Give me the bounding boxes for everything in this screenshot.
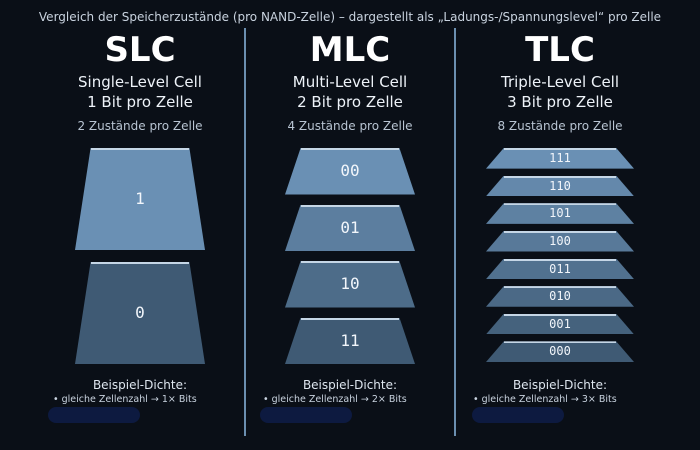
level-shape <box>285 204 415 251</box>
example-title: Beispiel-Dichte: <box>302 378 398 392</box>
column-states: 2 Zustände pro Zelle <box>77 119 203 133</box>
example-density-slc: Beispiel-Dichte: • gleiche Zellenzahl → … <box>35 378 245 406</box>
example-text: • gleiche Zellenzahl → 1× Bits <box>53 394 197 405</box>
example-density-mlc: Beispiel-Dichte: • gleiche Zellenzahl → … <box>245 378 455 406</box>
level-shape <box>486 286 634 307</box>
level-001: 001 <box>486 313 634 335</box>
column-bits: 2 Bit pro Zelle <box>297 93 403 111</box>
level-label: 11 <box>340 330 360 350</box>
level-label: 1 <box>135 189 145 208</box>
column-states: 8 Zustände pro Zelle <box>497 119 623 133</box>
column-name: Single-Level Cell <box>78 73 202 91</box>
column-name: Triple-Level Cell <box>500 73 620 91</box>
example-text: • gleiche Zellenzahl → 3× Bits <box>473 394 617 405</box>
level-shape <box>75 148 205 250</box>
column-divider-1 <box>244 28 246 436</box>
example-text: • gleiche Zellenzahl → 2× Bits <box>263 394 407 405</box>
dark-blob-mlc <box>260 407 352 423</box>
level-label: 01 <box>340 217 360 237</box>
level-shape <box>486 341 634 362</box>
column-divider-2 <box>454 28 456 436</box>
example-title: Beispiel-Dichte: <box>512 378 608 392</box>
level-shape <box>486 175 634 197</box>
level-shape <box>486 148 634 169</box>
column-abbreviation: TLC <box>525 30 595 70</box>
level-11: 11 <box>285 317 415 364</box>
level-label: 0 <box>135 303 145 322</box>
level-1: 1 <box>75 148 205 250</box>
dark-blob-slc <box>48 407 140 423</box>
level-000: 000 <box>486 341 634 362</box>
column-bits: 3 Bit pro Zelle <box>507 93 613 111</box>
level-label: 001 <box>549 316 571 331</box>
level-shape <box>486 313 634 335</box>
column-abbreviation: MLC <box>309 30 391 70</box>
level-label: 100 <box>549 233 571 248</box>
example-title: Beispiel-Dichte: <box>92 378 188 392</box>
level-01: 01 <box>285 204 415 251</box>
level-label: 000 <box>549 344 571 359</box>
level-label: 011 <box>549 261 571 276</box>
column-abbreviation: SLC <box>104 30 176 70</box>
level-011: 011 <box>486 258 634 280</box>
level-shape <box>486 258 634 280</box>
level-label: 101 <box>549 206 571 221</box>
column-bits: 1 Bit pro Zelle <box>87 93 193 111</box>
example-density-tlc: Beispiel-Dichte: • gleiche Zellenzahl → … <box>455 378 665 406</box>
level-00: 00 <box>285 148 415 195</box>
column-mlc: MLC Multi-Level Cell 2 Bit pro Zelle 4 Z… <box>245 28 455 134</box>
level-shape <box>486 203 634 224</box>
level-shape <box>285 261 415 308</box>
level-10: 10 <box>285 261 415 308</box>
level-111: 111 <box>486 148 634 169</box>
level-label: 00 <box>340 161 360 180</box>
diagram-caption: Vergleich der Speicherzustände (pro NAND… <box>38 10 662 24</box>
level-label: 10 <box>340 274 360 293</box>
column-tlc: TLC Triple-Level Cell 3 Bit pro Zelle 8 … <box>455 28 665 134</box>
level-label: 111 <box>549 151 571 165</box>
column-slc: SLC Single-Level Cell 1 Bit pro Zelle 2 … <box>35 28 245 134</box>
level-shape <box>75 262 205 364</box>
level-shape <box>486 230 634 252</box>
level-shape <box>285 317 415 364</box>
level-label: 110 <box>549 178 571 193</box>
level-110: 110 <box>486 175 634 197</box>
level-label: 010 <box>549 289 571 304</box>
level-shape <box>285 148 415 195</box>
column-name: Multi-Level Cell <box>292 73 408 91</box>
level-100: 100 <box>486 230 634 252</box>
level-0: 0 <box>75 262 205 364</box>
dark-blob-tlc <box>472 407 564 423</box>
level-101: 101 <box>486 203 634 224</box>
column-states: 4 Zustände pro Zelle <box>287 119 413 133</box>
level-010: 010 <box>486 286 634 307</box>
